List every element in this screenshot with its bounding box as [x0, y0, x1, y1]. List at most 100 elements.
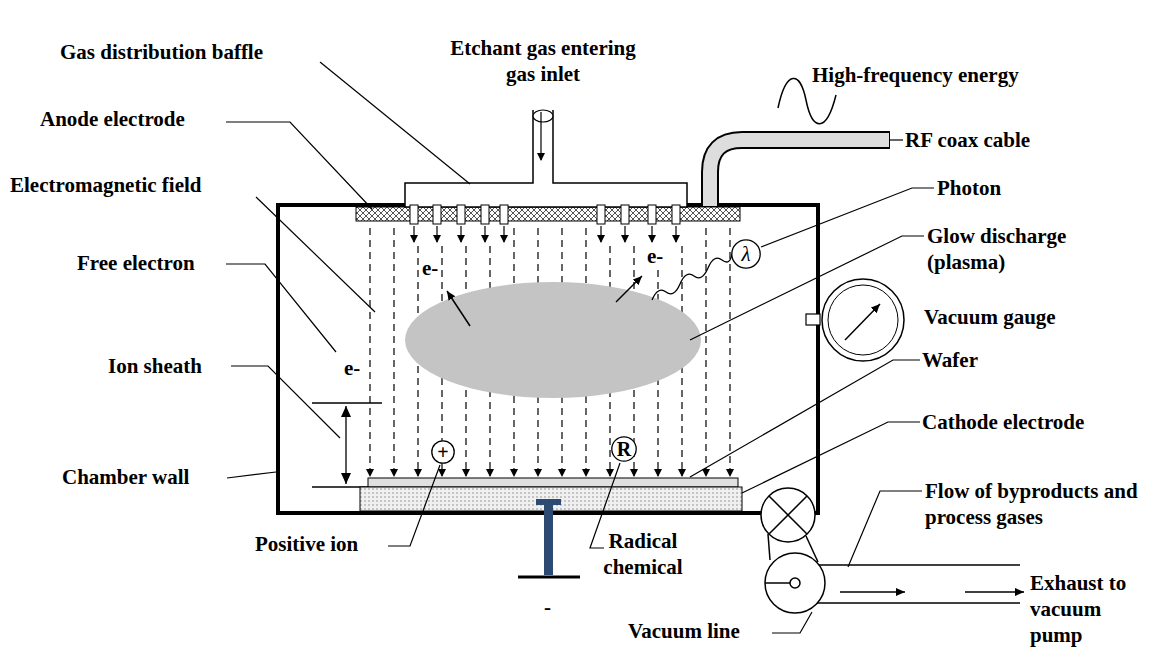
ground-connection: [544, 505, 553, 575]
circle-outline: [432, 441, 454, 463]
ion-sheath-bracket: [312, 402, 382, 403]
callout-label: Etchant gas entering gas inlet: [443, 35, 643, 87]
plasma-glow: [405, 282, 701, 398]
leader-lines: [772, 612, 812, 633]
callout-label: Wafer: [922, 347, 978, 373]
vacuum-line: [765, 553, 825, 613]
rf-coax-cable: [710, 140, 890, 207]
electron-symbol: e-: [420, 255, 440, 281]
ion-sheath-bracket: [345, 406, 346, 484]
vacuum-gauge: [822, 279, 904, 361]
leader-lines: [761, 188, 934, 247]
gas-flow-arrows: [484, 226, 485, 242]
ground-connection: [536, 499, 561, 505]
symbol-text: R: [617, 439, 631, 459]
callout-label: Ion sheath: [108, 353, 202, 379]
leader-lines: [848, 491, 922, 567]
callout-label: Radical chemical: [588, 528, 698, 580]
callout-label: RF coax cable: [905, 127, 1030, 153]
callout-label: Gas distribution baffle: [60, 39, 263, 65]
gas-flow-arrows: [460, 226, 461, 242]
chamber-wall: [278, 205, 818, 513]
electron-motion-arrows: [447, 291, 470, 326]
electromagnetic-field-lines: [729, 228, 730, 476]
gas-distribution-baffle: [410, 205, 418, 224]
callout-label: High-frequency energy: [812, 62, 1019, 88]
gas-flow-arrows: [413, 226, 414, 242]
vacuum-line: [769, 496, 807, 534]
electromagnetic-field-lines: [369, 228, 370, 476]
callout-label: Flow of byproducts and process gases: [925, 478, 1157, 530]
electron-symbol: e-: [645, 243, 665, 269]
symbol-text: +: [437, 442, 448, 462]
leader-lines: [226, 122, 372, 209]
circle-outline: [732, 240, 760, 268]
callout-label: Free electron: [77, 250, 195, 276]
wafer: [368, 478, 738, 487]
leader-lines: [742, 422, 920, 493]
callout-label: Positive ion: [255, 531, 358, 557]
electron-motion-arrows: [447, 276, 642, 326]
electromagnetic-field-lines: [705, 228, 706, 476]
ground-connection: [518, 499, 580, 577]
leader-lines: [690, 360, 920, 477]
exhaust-flow-arrows: [840, 591, 1024, 593]
wafer: [368, 478, 738, 487]
callout-label: Photon: [937, 175, 1001, 201]
radical-symbol: R: [611, 436, 637, 462]
vacuum-line: [765, 582, 790, 584]
gas-distribution-baffle: [457, 205, 465, 224]
gas-flow-arrows: [503, 226, 504, 242]
leader-lines: [226, 264, 336, 352]
leader-lines: [226, 62, 934, 633]
callout-label: Glow discharge (plasma): [927, 223, 1117, 275]
leader-lines: [320, 62, 470, 184]
vacuum-line: [761, 488, 815, 542]
symbol-text: λ: [741, 244, 750, 265]
rf-coax-cable: [710, 140, 889, 206]
gas-flow-arrows: [600, 226, 601, 242]
ground-connection: [518, 576, 580, 579]
leader-lines: [231, 366, 340, 438]
gas-distribution-baffle: [481, 205, 489, 224]
leader-lines: [388, 465, 440, 546]
gas-distribution-baffle: [540, 112, 541, 160]
gas-distribution-baffle: [500, 205, 508, 224]
leader-lines: [256, 197, 375, 312]
gas-distribution-baffle: [433, 205, 441, 224]
gas-flow-arrows: [675, 226, 676, 242]
callout-label: Electromagnetic field: [10, 172, 201, 198]
gas-distribution-baffle: [533, 110, 553, 122]
gas-distribution-baffle: [621, 205, 629, 224]
gas-distribution-baffle: [672, 205, 680, 224]
vacuum-line: [768, 534, 770, 560]
callout-label: Vacuum gauge: [924, 304, 1056, 330]
polarity-sign: -: [544, 594, 551, 620]
electromagnetic-field-lines: [370, 228, 730, 476]
gas-distribution-baffle: [648, 205, 656, 224]
gas-distribution-baffle: [405, 110, 687, 224]
electron-symbol: e-: [342, 355, 362, 381]
vacuum-gauge: [806, 279, 904, 361]
rf-coax-cable: [710, 140, 890, 207]
positive-ion-symbol: +: [431, 440, 455, 464]
leader-lines: [690, 236, 924, 340]
vacuum-gauge: [806, 314, 820, 325]
vacuum-line: [810, 602, 1020, 604]
vacuum-gauge: [845, 304, 880, 340]
exhaust-flow-arrows: [840, 591, 905, 593]
gas-distribution-baffle: [597, 205, 605, 224]
exhaust-flow-arrows: [965, 591, 1024, 593]
vacuum-gauge: [828, 285, 898, 355]
photon-symbol: λ: [731, 239, 761, 269]
vacuum-line: [790, 578, 800, 588]
electron-motion-arrows: [616, 276, 642, 302]
callout-label: Exhaust to vacuum pump: [1030, 570, 1145, 648]
gas-flow-arrows: [414, 226, 676, 242]
chamber-wall: [278, 205, 818, 513]
vacuum-line: [769, 496, 807, 534]
